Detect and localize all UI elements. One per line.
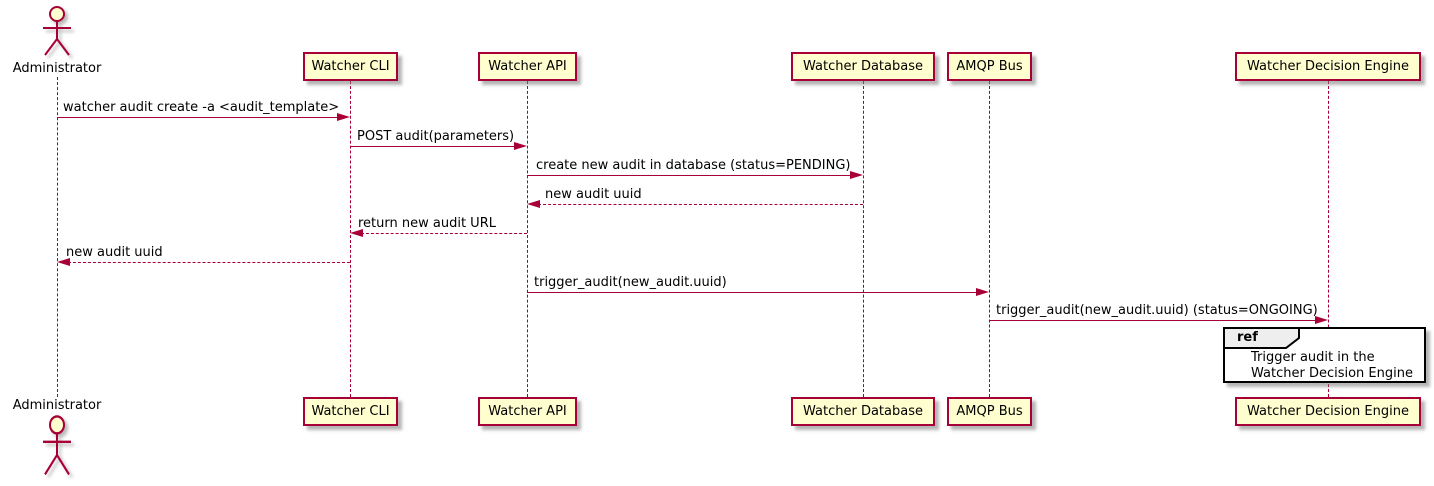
message-label-4: new audit uuid <box>545 187 642 202</box>
ref-text-line-1: Trigger audit in the <box>1251 350 1375 365</box>
administrator-actor-icon <box>43 415 71 476</box>
participant-label: Watcher Decision Engine <box>1247 404 1409 419</box>
arrowhead-right-icon <box>514 142 527 150</box>
arrowhead-right-icon <box>976 288 989 296</box>
participant-label: Watcher CLI <box>311 404 390 419</box>
message-line-7 <box>527 292 978 293</box>
administrator-actor-icon <box>43 6 71 56</box>
participant-amqp-bus-bottom: AMQP Bus <box>947 397 1032 426</box>
arrowhead-right-icon <box>850 171 863 179</box>
ref-body: Trigger audit in the Watcher Decision En… <box>1225 350 1424 382</box>
message-label-7: trigger_audit(new_audit.uuid) <box>534 275 727 290</box>
participant-administrator-bottom: Administrator <box>12 398 102 413</box>
message-line-4 <box>538 204 863 205</box>
ref-tab-pentagon <box>1223 327 1300 349</box>
participant-label: Watcher API <box>488 404 567 419</box>
participant-watcher-api-bottom: Watcher API <box>478 397 577 426</box>
participant-administrator-top: Administrator <box>12 61 102 76</box>
arrowhead-right-icon <box>1315 316 1328 324</box>
participant-label: AMQP Bus <box>956 404 1023 419</box>
participant-label: Watcher Database <box>803 404 923 419</box>
participant-amqp-bus-top: AMQP Bus <box>947 52 1032 81</box>
message-line-8 <box>989 320 1317 321</box>
participant-watcher-cli-top: Watcher CLI <box>303 52 398 81</box>
message-line-2 <box>350 146 516 147</box>
message-line-1 <box>57 117 339 118</box>
participant-label: AMQP Bus <box>956 59 1023 74</box>
lifeline-administrator <box>57 77 58 397</box>
lifeline-watcher-cli <box>350 81 351 397</box>
participant-watcher-decision-engine-bottom: Watcher Decision Engine <box>1235 397 1421 426</box>
message-label-6: new audit uuid <box>66 245 163 260</box>
message-line-3 <box>527 175 852 176</box>
participant-watcher-database-bottom: Watcher Database <box>791 397 935 426</box>
message-line-5 <box>361 233 527 234</box>
participant-watcher-database-top: Watcher Database <box>791 52 935 81</box>
arrowhead-right-icon <box>337 113 350 121</box>
lifeline-watcher-decision-engine <box>1328 81 1329 397</box>
ref-fragment: ref Trigger audit in the Watcher Decisio… <box>1223 327 1426 383</box>
arrowhead-left-icon <box>527 200 540 208</box>
lifeline-watcher-api <box>527 81 528 397</box>
message-label-3: create new audit in database (status=PEN… <box>536 158 851 173</box>
message-label-2: POST audit(parameters) <box>357 129 515 144</box>
ref-text-line-2: Watcher Decision Engine <box>1251 366 1413 381</box>
ref-keyword: ref <box>1237 330 1258 345</box>
participant-label: Watcher Decision Engine <box>1247 59 1409 74</box>
message-label-5: return new audit URL <box>358 216 496 231</box>
participant-label: Watcher API <box>488 59 567 74</box>
message-label-8: trigger_audit(new_audit.uuid) (status=ON… <box>996 303 1318 318</box>
participant-label: Watcher CLI <box>311 59 390 74</box>
arrowhead-left-icon <box>350 229 363 237</box>
participant-watcher-api-top: Watcher API <box>478 52 577 81</box>
lifeline-amqp-bus <box>989 81 990 397</box>
participant-watcher-decision-engine-top: Watcher Decision Engine <box>1235 52 1421 81</box>
message-label-1: watcher audit create -a <audit_template> <box>63 100 340 115</box>
arrowhead-left-icon <box>57 258 70 266</box>
participant-watcher-cli-bottom: Watcher CLI <box>303 397 398 426</box>
message-line-6 <box>68 262 350 263</box>
participant-label: Watcher Database <box>803 59 923 74</box>
lifeline-watcher-database <box>863 81 864 397</box>
